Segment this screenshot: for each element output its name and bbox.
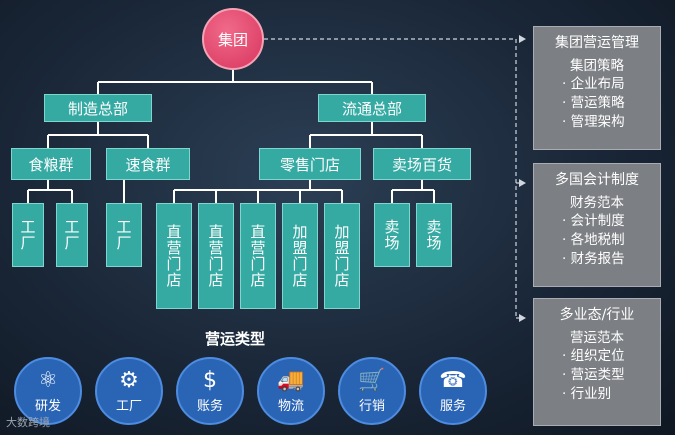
atom-icon: ⚛ [38, 367, 58, 393]
panel-item: 管理架构 [540, 113, 654, 132]
node-label: 直营门店 [206, 224, 225, 288]
panel-item: 组织定位 [540, 347, 654, 366]
node-label: 卖场百货 [391, 155, 452, 174]
node-label: 流通总部 [341, 99, 402, 118]
panel-subtitle: 财务范本 [570, 195, 624, 211]
panel-group-operations: 集团营运管理 集团策略 企业布局 营运策略 管理架构 [533, 26, 661, 150]
node-distribution-hq: 流通总部 [318, 94, 426, 122]
panel-subtitle: 营运范本 [570, 330, 624, 346]
panel-item: 各地税制 [540, 231, 654, 250]
operation-types-heading: 营运类型 [205, 330, 266, 348]
node-label: 卖场 [424, 219, 443, 251]
type-rnd: ⚛ 研发 [14, 357, 82, 425]
node-franchise-store: 加盟门店 [324, 203, 360, 309]
type-accounts: $ 账务 [176, 357, 244, 425]
type-label: 工厂 [115, 398, 142, 414]
type-factory: ⚙ 工厂 [95, 357, 163, 425]
panel-title: 多国会计制度 [555, 172, 639, 188]
type-label: 行销 [358, 398, 385, 414]
node-fastfood-group: 速食群 [106, 148, 190, 180]
node-label: 直营门店 [164, 224, 183, 288]
panel-item: 营运类型 [540, 366, 654, 385]
type-service: ☎ 服务 [419, 357, 487, 425]
panel-subtitle: 集团策略 [570, 58, 624, 74]
node-mall: 卖场 [416, 203, 452, 267]
node-label: 食粮群 [28, 155, 74, 174]
node-label: 工厂 [114, 219, 133, 251]
money-bag-icon: $ [203, 367, 217, 393]
panel-item: 会计制度 [540, 212, 654, 231]
node-direct-store: 直营门店 [240, 203, 276, 309]
node-label: 工厂 [18, 219, 37, 251]
node-factory: 工厂 [56, 203, 88, 267]
type-label: 服务 [439, 398, 466, 414]
type-label: 研发 [34, 398, 61, 414]
node-label: 制造总部 [67, 99, 128, 118]
panel-item: 财务报告 [540, 250, 654, 269]
node-label: 速食群 [125, 155, 171, 174]
type-marketing: 🛒 行销 [338, 357, 406, 425]
node-label: 工厂 [62, 219, 81, 251]
node-department-stores: 卖场百货 [373, 148, 471, 180]
panel-title: 多业态/行业 [559, 307, 635, 323]
node-mall: 卖场 [374, 203, 410, 267]
panel-accounting: 多国会计制度 财务范本 会计制度 各地税制 财务报告 [533, 163, 661, 287]
node-label: 零售门店 [279, 155, 340, 174]
panel-item: 营运策略 [540, 94, 654, 113]
node-label: 加盟门店 [290, 224, 309, 288]
root-node-group: 集团 [202, 8, 264, 70]
root-node-label: 集团 [217, 30, 248, 49]
node-label: 加盟门店 [332, 224, 351, 288]
node-factory: 工厂 [106, 203, 142, 267]
panel-item: 行业别 [540, 385, 654, 404]
node-factory: 工厂 [12, 203, 44, 267]
type-logistics: 🚚 物流 [257, 357, 325, 425]
node-label: 直营门店 [248, 224, 267, 288]
panel-business-formats: 多业态/行业 营运范本 组织定位 营运类型 行业别 [533, 298, 661, 426]
node-manufacturing-hq: 制造总部 [44, 94, 152, 122]
panel-item: 企业布局 [540, 75, 654, 94]
node-direct-store: 直营门店 [198, 203, 234, 309]
truck-icon: 🚚 [277, 367, 305, 393]
type-label: 物流 [277, 398, 304, 414]
node-franchise-store: 加盟门店 [282, 203, 318, 309]
node-label: 卖场 [382, 219, 401, 251]
node-grain-group: 食粮群 [11, 148, 91, 180]
type-label: 账务 [196, 398, 223, 414]
watermark: 大数跨境 [6, 416, 50, 429]
node-retail-stores: 零售门店 [259, 148, 361, 180]
factory-icon: ⚙ [119, 367, 139, 393]
panel-title: 集团营运管理 [555, 35, 639, 51]
node-direct-store: 直营门店 [156, 203, 192, 309]
cart-icon: 🛒 [358, 367, 386, 393]
headset-icon: ☎ [439, 367, 467, 393]
